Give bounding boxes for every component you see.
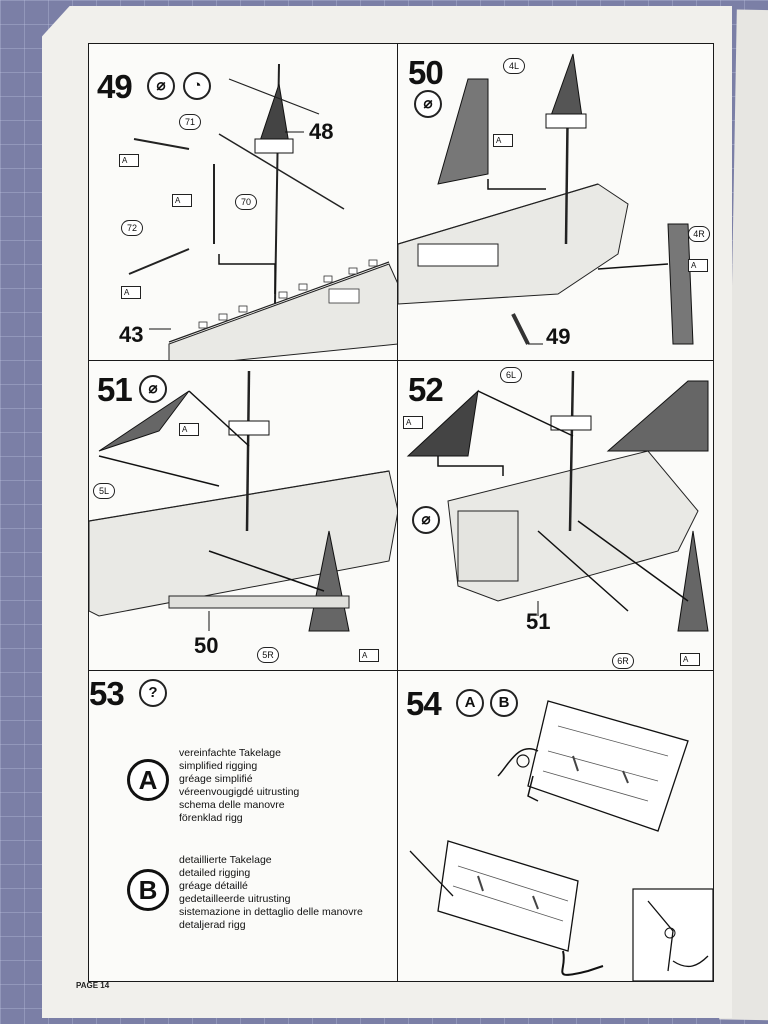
option-b-badge: B (127, 869, 169, 911)
option-b-languages: detaillierte Takelage detailed rigging g… (179, 854, 363, 932)
glue-icon: ⌀ (147, 72, 175, 100)
page-number: PAGE 14 (76, 981, 110, 990)
step-52-number: 52 (408, 371, 444, 408)
option-a-line: förenklad rigg (179, 812, 243, 824)
step-54-illustration (409, 700, 713, 981)
option-b-line: detailed rigging (179, 867, 251, 879)
step-51-illustration (89, 370, 398, 632)
step-50-illustration (398, 53, 694, 345)
option-b-line: gedetailleerde uitrusting (179, 893, 291, 905)
flag-a-8: A (403, 416, 423, 429)
option-a-line: vereinfachte Takelage (179, 747, 281, 759)
option-a-line: véreenvougigdé uitrusting (179, 786, 300, 798)
badge-a: A (456, 689, 484, 717)
part-70-ref: 70 (235, 194, 257, 210)
step-50-panel: 50 ⌀ 49 4L 4R A A (397, 43, 714, 362)
sail-4l-ref: 4L (503, 58, 525, 74)
step-52-illustration (406, 370, 709, 632)
step-53-number: 53 (89, 675, 125, 712)
option-a-line: gréage simplifié (179, 773, 253, 785)
option-a-line: simplified rigging (179, 760, 258, 772)
option-b-line: detaillierte Takelage (179, 854, 272, 866)
step-50-number: 50 (408, 54, 444, 91)
glue-icon: ⌀ (414, 90, 442, 118)
option-b-line: detaljerad rigg (179, 919, 246, 931)
step-51-number: 51 (97, 371, 133, 408)
option-b-line: gréage détaillé (179, 880, 248, 892)
option-a-badge: A (127, 759, 169, 801)
step-54-number: 54 (406, 685, 442, 722)
flag-a-6: A (179, 423, 199, 436)
step-54-panel: 54 A B (397, 670, 714, 982)
flag-a-1: A (119, 154, 139, 167)
part-48-label: 48 (309, 119, 334, 144)
option-a-languages: vereinfachte Takelage simplified rigging… (179, 747, 299, 825)
question-icon: ? (139, 679, 167, 707)
step-49-panel: 49 ⌀ ◔ 48 43 71 70 72 A A A (88, 43, 399, 362)
option-b-line: sistemazione in dettaglio delle manovre (179, 906, 363, 918)
flag-a-5: A (688, 259, 708, 272)
clock-icon: ◔ (183, 72, 211, 100)
step-53-panel: 53 ? A vereinfachte Takelage simplified … (88, 670, 399, 982)
step-49-illustration (128, 63, 398, 361)
flag-a-7: A (359, 649, 379, 662)
flag-a-4: A (493, 134, 513, 147)
part-72-ref: 72 (121, 220, 143, 236)
glue-icon: ⌀ (139, 375, 167, 403)
sail-6r-ref: 6R (612, 653, 634, 669)
flag-a-9: A (680, 653, 700, 666)
sail-5r-ref: 5R (257, 647, 279, 663)
part-43-label: 43 (119, 322, 144, 347)
part-71-ref: 71 (179, 114, 201, 130)
sail-4r-ref: 4R (688, 226, 710, 242)
sail-6l-ref: 6L (500, 367, 522, 383)
step-52-panel: 52 51 6L 6R A A ⌀ (397, 360, 714, 672)
glue-icon: ⌀ (412, 506, 440, 534)
step-49-number: 49 (97, 68, 133, 105)
badge-b: B (490, 689, 518, 717)
flag-a-2: A (172, 194, 192, 207)
part-51-label: 51 (526, 609, 551, 634)
part-50-label: 50 (194, 633, 219, 658)
option-a-line: schema delle manovre (179, 799, 285, 811)
flag-a-3: A (121, 286, 141, 299)
sail-5l-ref: 5L (93, 483, 115, 499)
part-49-label: 49 (546, 324, 571, 349)
step-51-panel: 51 ⌀ 50 5L 5R A A (88, 360, 399, 672)
